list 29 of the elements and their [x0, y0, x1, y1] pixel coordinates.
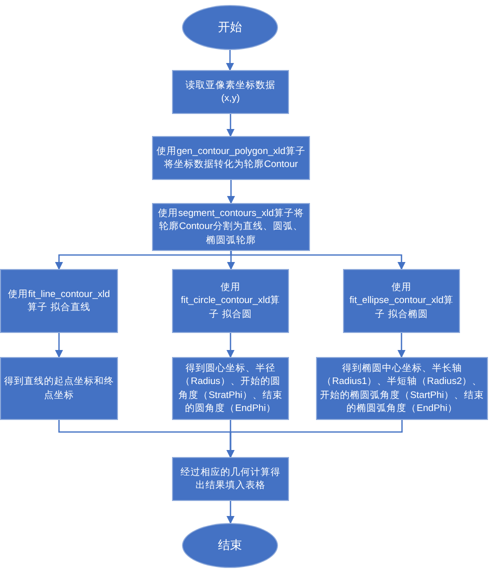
arrow — [226, 501, 234, 524]
process-box — [172, 269, 289, 333]
step-text: 使用fit_line_contour_xld 算子 拟合直线 — [7, 288, 111, 314]
process-box — [172, 70, 289, 114]
process-box — [172, 457, 289, 501]
arrow — [226, 50, 234, 71]
step-text: 经过相应的几何计算得出结果填入表格 — [180, 466, 282, 492]
terminal-label: 开始 — [218, 19, 242, 36]
process-box — [0, 357, 118, 420]
process-box — [152, 136, 310, 180]
arrow — [398, 333, 406, 358]
arrow — [230, 251, 406, 270]
arrow — [226, 114, 234, 137]
process-box — [343, 269, 460, 333]
arrow — [227, 180, 235, 204]
step-text: 使用 fit_ellipse_contour_xld算子 拟合椭圆 — [348, 281, 454, 321]
step-text: 得到椭圆中心坐标、半长轴（Radius1）、半短轴（Radius2）、开始的椭圆弧角度（StartPhi）、结束的椭圆弧角度（EndPhi） — [320, 362, 484, 416]
step-text: 得到圆心坐标、半径（Radius）、开始的圆角度（StratPhi）、结束的圆角度（EndPhi） — [178, 362, 284, 416]
arrow — [226, 420, 403, 458]
step-text: 使用 fit_circle_contour_xld算子 拟合圆 — [180, 281, 282, 321]
arrow — [226, 333, 234, 358]
step-text: 使用segment_contours_xld算子将轮廓Contour分割为直线、圆弧、椭圆弧轮廓 — [157, 207, 305, 247]
process-box — [172, 357, 289, 420]
terminal-label: 结束 — [218, 537, 242, 554]
step-text: 使用gen_contour_polygon_xld算子将坐标数据转化为轮廓Contour — [156, 144, 306, 172]
arrow — [55, 333, 63, 358]
step-text: 读取亚像素坐标数据 (x,y) — [184, 78, 276, 106]
step-text: 得到直线的起点坐标和终点坐标 — [4, 375, 114, 402]
process-box — [0, 269, 118, 333]
